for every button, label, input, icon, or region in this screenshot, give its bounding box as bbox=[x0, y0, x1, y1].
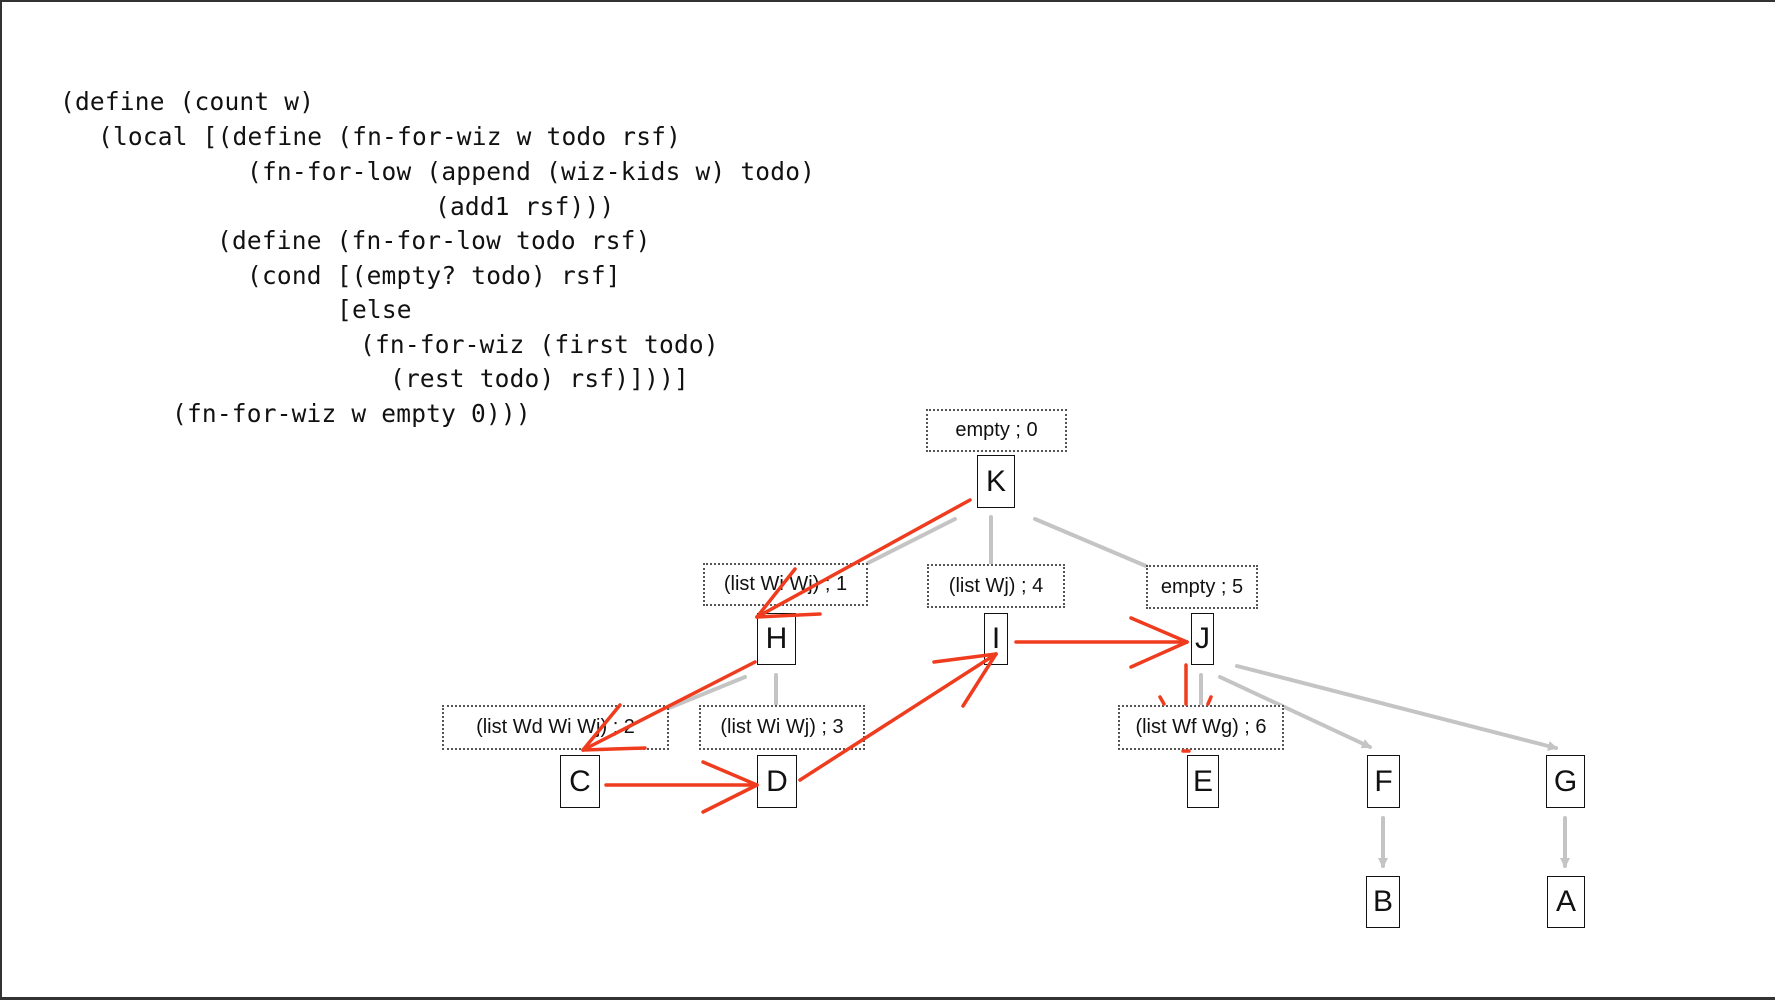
edge-k-h bbox=[866, 517, 957, 565]
node-i: I bbox=[984, 613, 1008, 665]
node-e: E bbox=[1187, 755, 1219, 808]
node-a: A bbox=[1547, 876, 1585, 928]
edge-j-f bbox=[1218, 675, 1372, 749]
node-b: B bbox=[1366, 876, 1400, 928]
annotation-c: (list Wd Wi Wj) ; 2 bbox=[442, 705, 669, 750]
code-line: (fn-for-low (append (wiz-kids w) todo) bbox=[247, 157, 816, 186]
code-line: (rest todo) rsf)]))] bbox=[390, 364, 690, 393]
annotation-j: empty ; 5 bbox=[1146, 565, 1258, 609]
edge-k-j bbox=[1033, 517, 1148, 568]
node-h: H bbox=[757, 613, 796, 665]
code-line: (define (fn-for-low todo rsf) bbox=[217, 226, 651, 255]
node-d: D bbox=[757, 755, 797, 808]
annotation-k: empty ; 0 bbox=[926, 409, 1067, 452]
annotation-e: (list Wf Wg) ; 6 bbox=[1118, 705, 1284, 750]
code-line: (define (count w) bbox=[60, 87, 315, 116]
code-line: (fn-for-wiz w empty 0))) bbox=[172, 399, 531, 428]
node-k: K bbox=[977, 455, 1015, 508]
code-line: (add1 rsf))) bbox=[435, 192, 615, 221]
annotation-i: (list Wj) ; 4 bbox=[927, 564, 1065, 608]
edge-j-g bbox=[1235, 664, 1558, 751]
node-f: F bbox=[1367, 755, 1400, 808]
node-c: C bbox=[560, 755, 600, 808]
code-line: (fn-for-wiz (first todo) bbox=[360, 330, 719, 359]
annotation-h: (list Wi Wj) ; 1 bbox=[703, 563, 868, 606]
edge-h-c bbox=[667, 675, 747, 710]
node-j: J bbox=[1191, 613, 1214, 665]
annotation-d: (list Wi Wj) ; 3 bbox=[699, 705, 865, 750]
code-line: (local [(define (fn-for-wiz w todo rsf) bbox=[98, 122, 682, 151]
code-line: [else bbox=[337, 295, 412, 324]
node-g: G bbox=[1546, 755, 1585, 808]
code-line: (cond [(empty? todo) rsf] bbox=[247, 261, 621, 290]
